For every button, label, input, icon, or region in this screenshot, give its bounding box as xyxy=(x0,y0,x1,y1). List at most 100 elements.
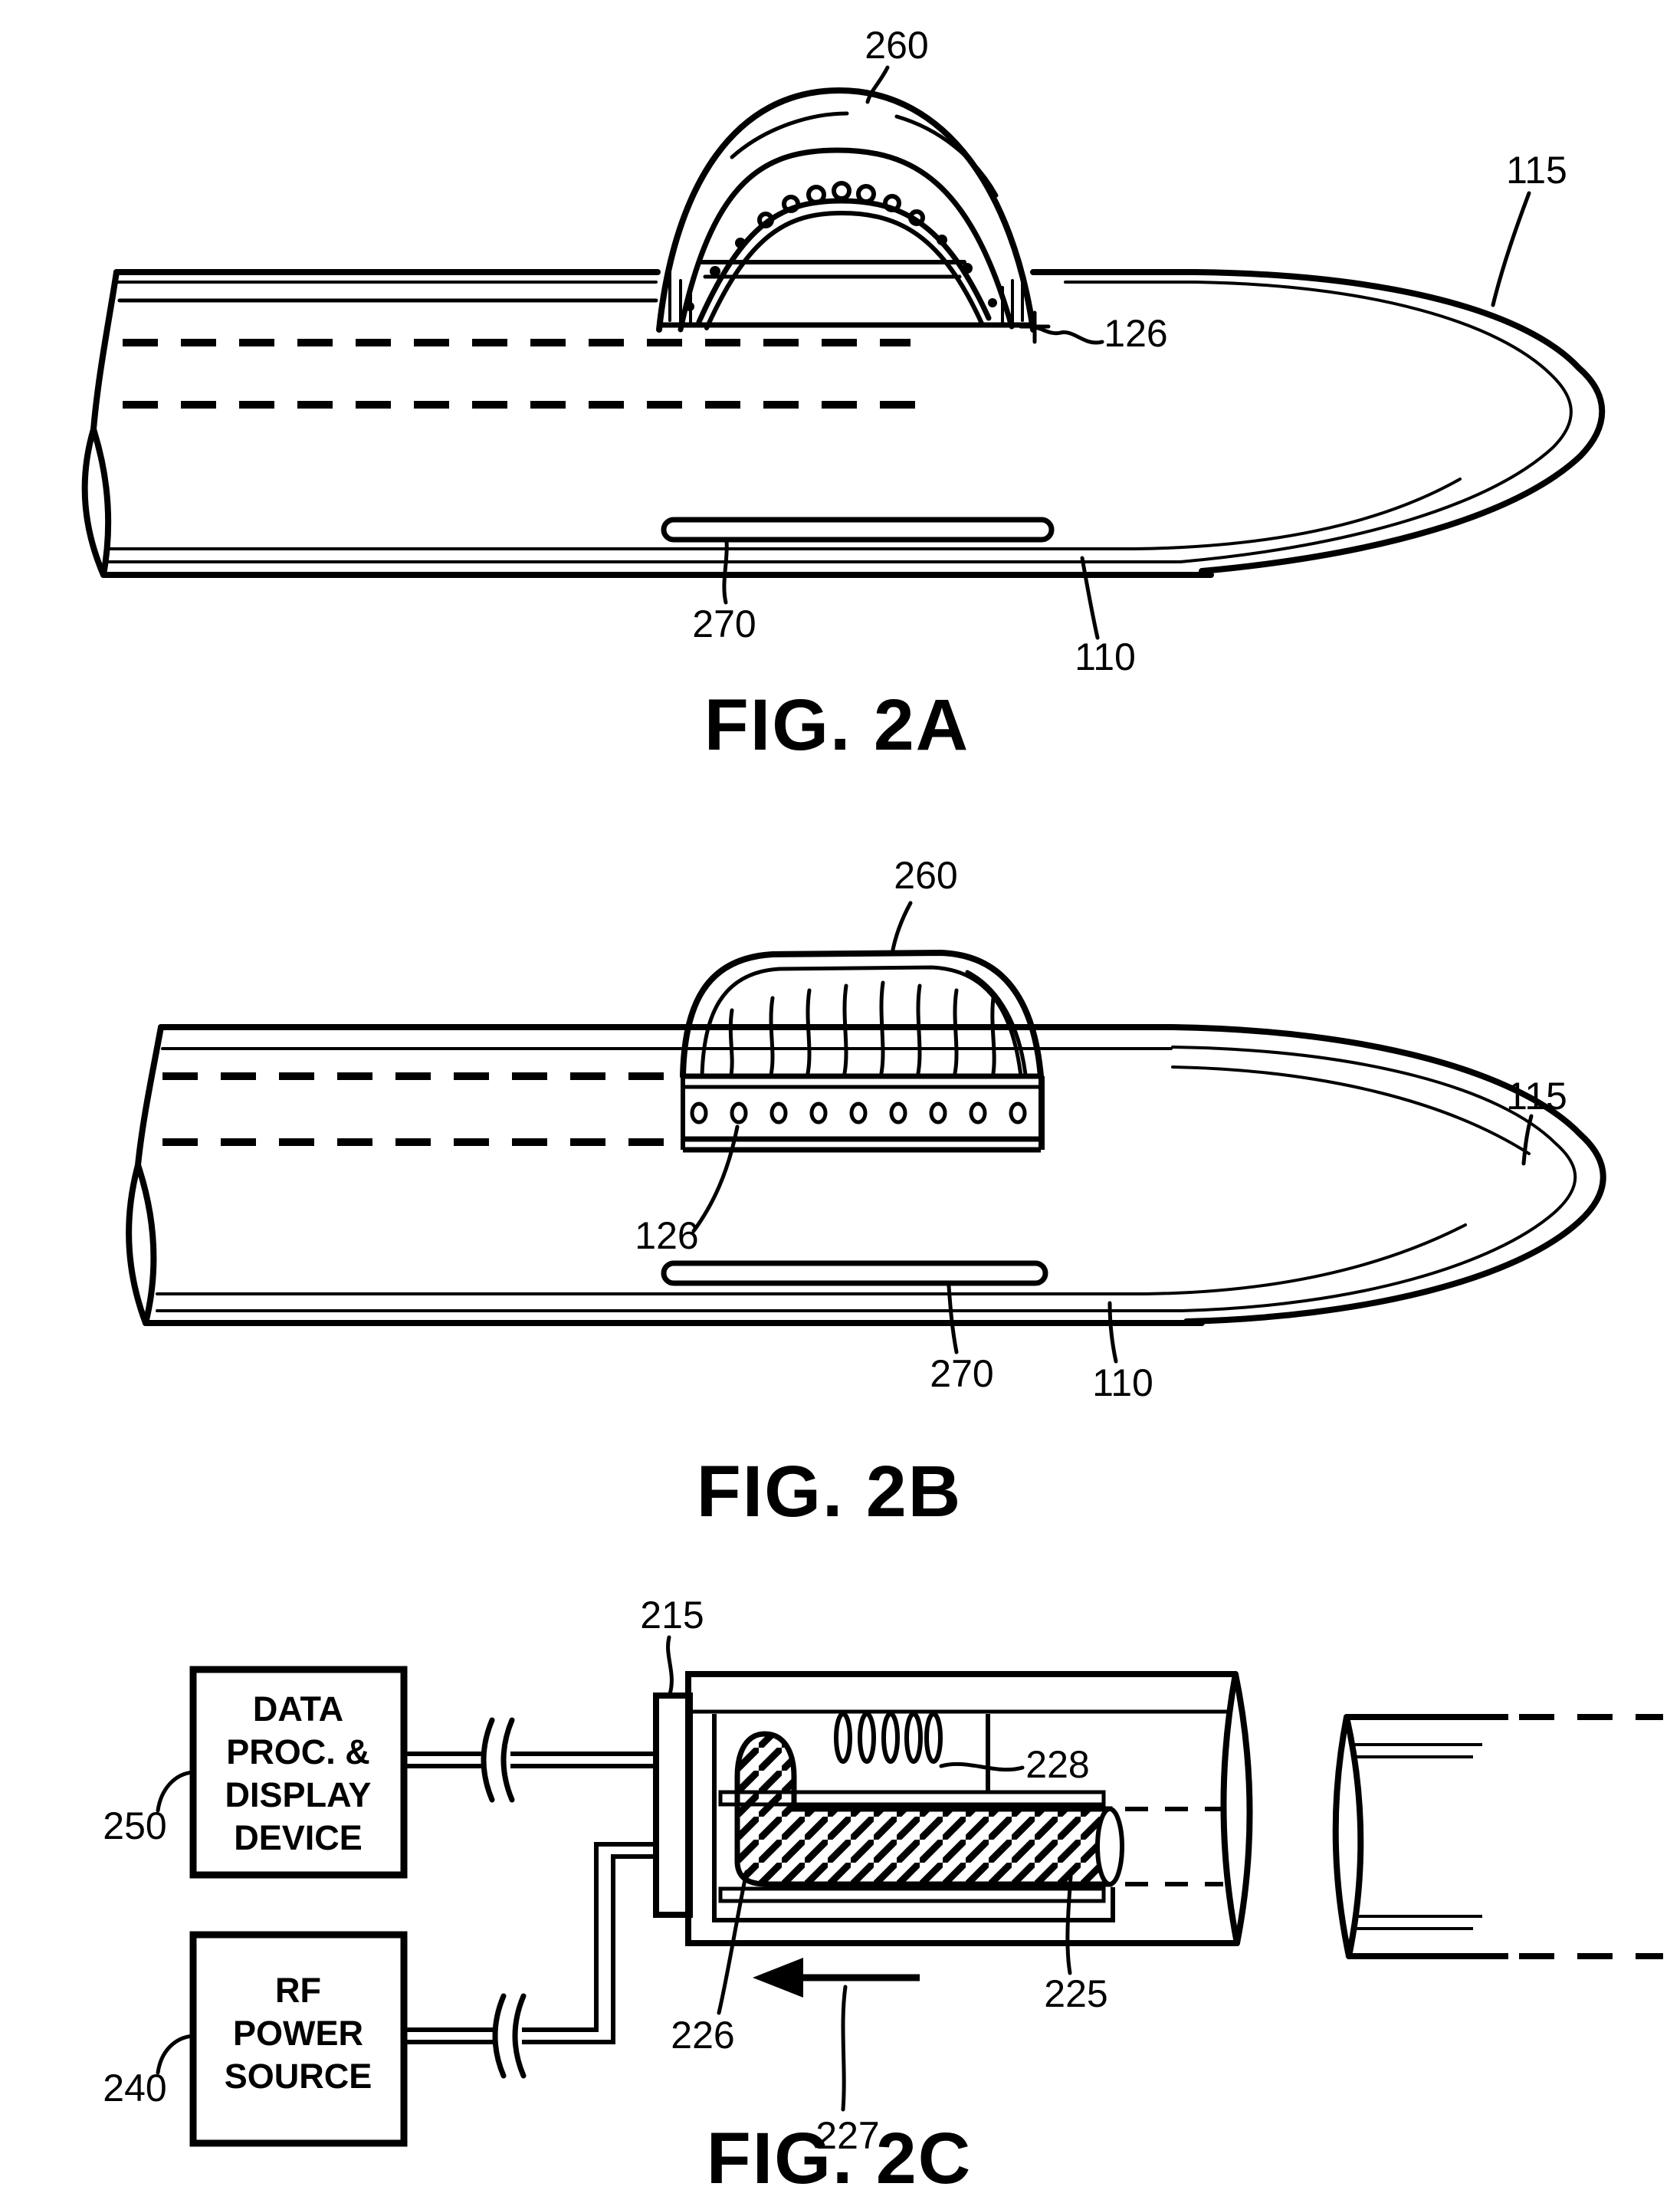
fig2a-shaft-bottom-line-1 xyxy=(107,478,1462,550)
fig2a-left-break-arc-1 xyxy=(81,426,107,578)
probe-housing-outline xyxy=(685,1671,1235,1946)
fig2b-nose-inner xyxy=(156,1046,1577,1312)
fig2a-irrigation-slot xyxy=(661,517,1055,543)
fig2c-leader-240 xyxy=(156,2034,195,2075)
motion-arrow xyxy=(753,1958,920,1998)
fig2b-label-270: 270 xyxy=(930,1352,993,1395)
fig2a-pointer-cross xyxy=(1019,310,1051,344)
fig2a-leader-115 xyxy=(1491,191,1531,307)
fig2c-leader-215 xyxy=(666,1635,674,1696)
fig2a-balloon-mouth-inner xyxy=(704,210,984,330)
fig2a-balloon-sheen-left xyxy=(730,111,849,159)
fig2c-leader-227 xyxy=(841,1985,848,2112)
fig2c-label-228: 228 xyxy=(1025,1743,1089,1786)
fig2c-label-250: 250 xyxy=(103,1804,166,1847)
fig2a-leader-126 xyxy=(1035,326,1104,345)
fig2b-label-115: 115 xyxy=(1506,1075,1567,1118)
fig2c-drawing: DATA PROC. & DISPLAY DEVICE RF POWER SOU… xyxy=(103,1594,1663,2199)
sensor-coil xyxy=(834,1712,990,1792)
wire-break-icon xyxy=(512,1993,527,2079)
hatched-transducer-block xyxy=(734,1731,1113,1887)
fig2b-label-126: 126 xyxy=(635,1214,698,1257)
fig2a-caption: FIG. 2A xyxy=(704,685,970,766)
fig2a-leader-270 xyxy=(722,539,729,605)
shaft-continuation-segment xyxy=(1332,1714,1663,1959)
fig2c-label-215: 215 xyxy=(640,1594,704,1637)
fig2a-leader-110 xyxy=(1080,556,1100,640)
fig2a-left-break-arc-2 xyxy=(90,426,112,578)
fig2a-label-110: 110 xyxy=(1075,635,1136,678)
fig2c-caption: FIG. 2C xyxy=(707,2118,973,2199)
probe-inner-cup xyxy=(712,1714,1115,1922)
fig2b-balloon-outline xyxy=(680,949,1044,1079)
fig2a-drawing: 260 115 126 270 110 FIG. 2A xyxy=(81,24,1606,766)
fig2a-label-260: 260 xyxy=(865,24,928,67)
fig2a-catheter-shaft xyxy=(81,269,1606,578)
segment-break-arc-2 xyxy=(1344,1714,1364,1959)
data-box-line-1: DATA xyxy=(253,1689,343,1729)
fig2b-leader-126 xyxy=(691,1124,740,1233)
fig2c-leader-225 xyxy=(1065,1874,1073,1975)
fig2a-left-edge xyxy=(90,269,120,432)
fig2b-leader-115 xyxy=(1521,1114,1534,1166)
rf-wire xyxy=(404,1842,659,2079)
fig2b-catheter-shaft xyxy=(126,1024,1606,1326)
fig2a-label-270: 270 xyxy=(692,602,756,645)
fig2a-leaders xyxy=(722,65,1531,640)
upper-plate xyxy=(718,1790,1106,1807)
fig2a-balloon-sheen-right xyxy=(894,114,999,198)
fig2b-left-edge xyxy=(135,1024,164,1168)
fig2a-leader-260 xyxy=(865,65,890,104)
fig2b-shaft-bottom-line-1 xyxy=(156,1223,1467,1295)
data-box-line-4: DEVICE xyxy=(234,1818,363,1857)
fig2b-leader-110 xyxy=(1107,1301,1118,1364)
wire-break-icon xyxy=(481,1717,495,1803)
data-box-line-3: DISPLAY xyxy=(225,1775,372,1814)
fig2c-leaders xyxy=(156,1635,1073,2112)
fig2a-nose-outer xyxy=(1030,269,1606,574)
signal-wire xyxy=(404,1717,659,1803)
connector-215 xyxy=(653,1692,693,1918)
wire-break-icon xyxy=(500,1717,515,1803)
fig2b-aperture-band xyxy=(681,1073,1045,1153)
fig2b-nose-outer xyxy=(1039,1024,1606,1325)
fig2c-label-226: 226 xyxy=(671,2014,734,2057)
fig2c-leader-250 xyxy=(156,1770,195,1813)
fig2b-balloon-folds xyxy=(728,980,996,1077)
fig2b-nose-inner-2 xyxy=(1171,1065,1531,1155)
fig2a-balloon-dome xyxy=(656,87,1051,344)
fig2a-nose-inner xyxy=(107,281,1573,563)
segment-break-arc-1 xyxy=(1332,1714,1352,1959)
fig2a-balloon-inner-arch xyxy=(678,147,1015,333)
fig2a-label-115: 115 xyxy=(1506,149,1567,192)
fig2b-balloon-shoulder-line-2 xyxy=(982,962,1042,1075)
fig2b-left-break-arc-1 xyxy=(126,1162,149,1326)
fig2b-leaders xyxy=(691,901,1534,1364)
fig2b-balloon-inner-wall xyxy=(700,965,1023,1079)
fig2b-leader-270 xyxy=(947,1284,959,1354)
fig2c-label-240: 240 xyxy=(103,2067,166,2109)
rf-power-source-box-frame xyxy=(189,1931,408,2147)
fig2a-label-126: 126 xyxy=(1104,312,1167,355)
rf-box-line-3: SOURCE xyxy=(225,2057,372,2096)
core-end-face xyxy=(1095,1807,1124,1886)
fig2a-balloon-outer-arch xyxy=(656,87,1036,333)
data-proc-display-box: DATA PROC. & DISPLAY DEVICE xyxy=(189,1666,408,1879)
rf-box-line-1: RF xyxy=(275,1971,321,2010)
fig2b-caption: FIG. 2B xyxy=(697,1451,963,1532)
fig2b-label-110: 110 xyxy=(1092,1361,1153,1404)
fig2c-label-225: 225 xyxy=(1044,1972,1107,2015)
probe-housing xyxy=(653,1671,1253,1998)
probe-housing-break-arc-2 xyxy=(1232,1671,1253,1946)
fig2b-left-break-arc-2 xyxy=(135,1162,157,1326)
rf-box-line-2: POWER xyxy=(233,2014,363,2053)
fig2b-drawing: 260 115 126 270 110 FIG. 2B xyxy=(126,854,1606,1532)
probe-housing-break-arc-1 xyxy=(1220,1671,1240,1946)
fig2c-label-227: 227 xyxy=(815,2114,879,2157)
wire-break-icon xyxy=(492,1993,507,2079)
fig2c-leader-228 xyxy=(939,1761,1025,1772)
fig2b-inflation-holes xyxy=(690,1102,1027,1124)
fig2b-irrigation-slot xyxy=(661,1260,1048,1286)
fig2a-inflation-holes xyxy=(685,181,997,311)
